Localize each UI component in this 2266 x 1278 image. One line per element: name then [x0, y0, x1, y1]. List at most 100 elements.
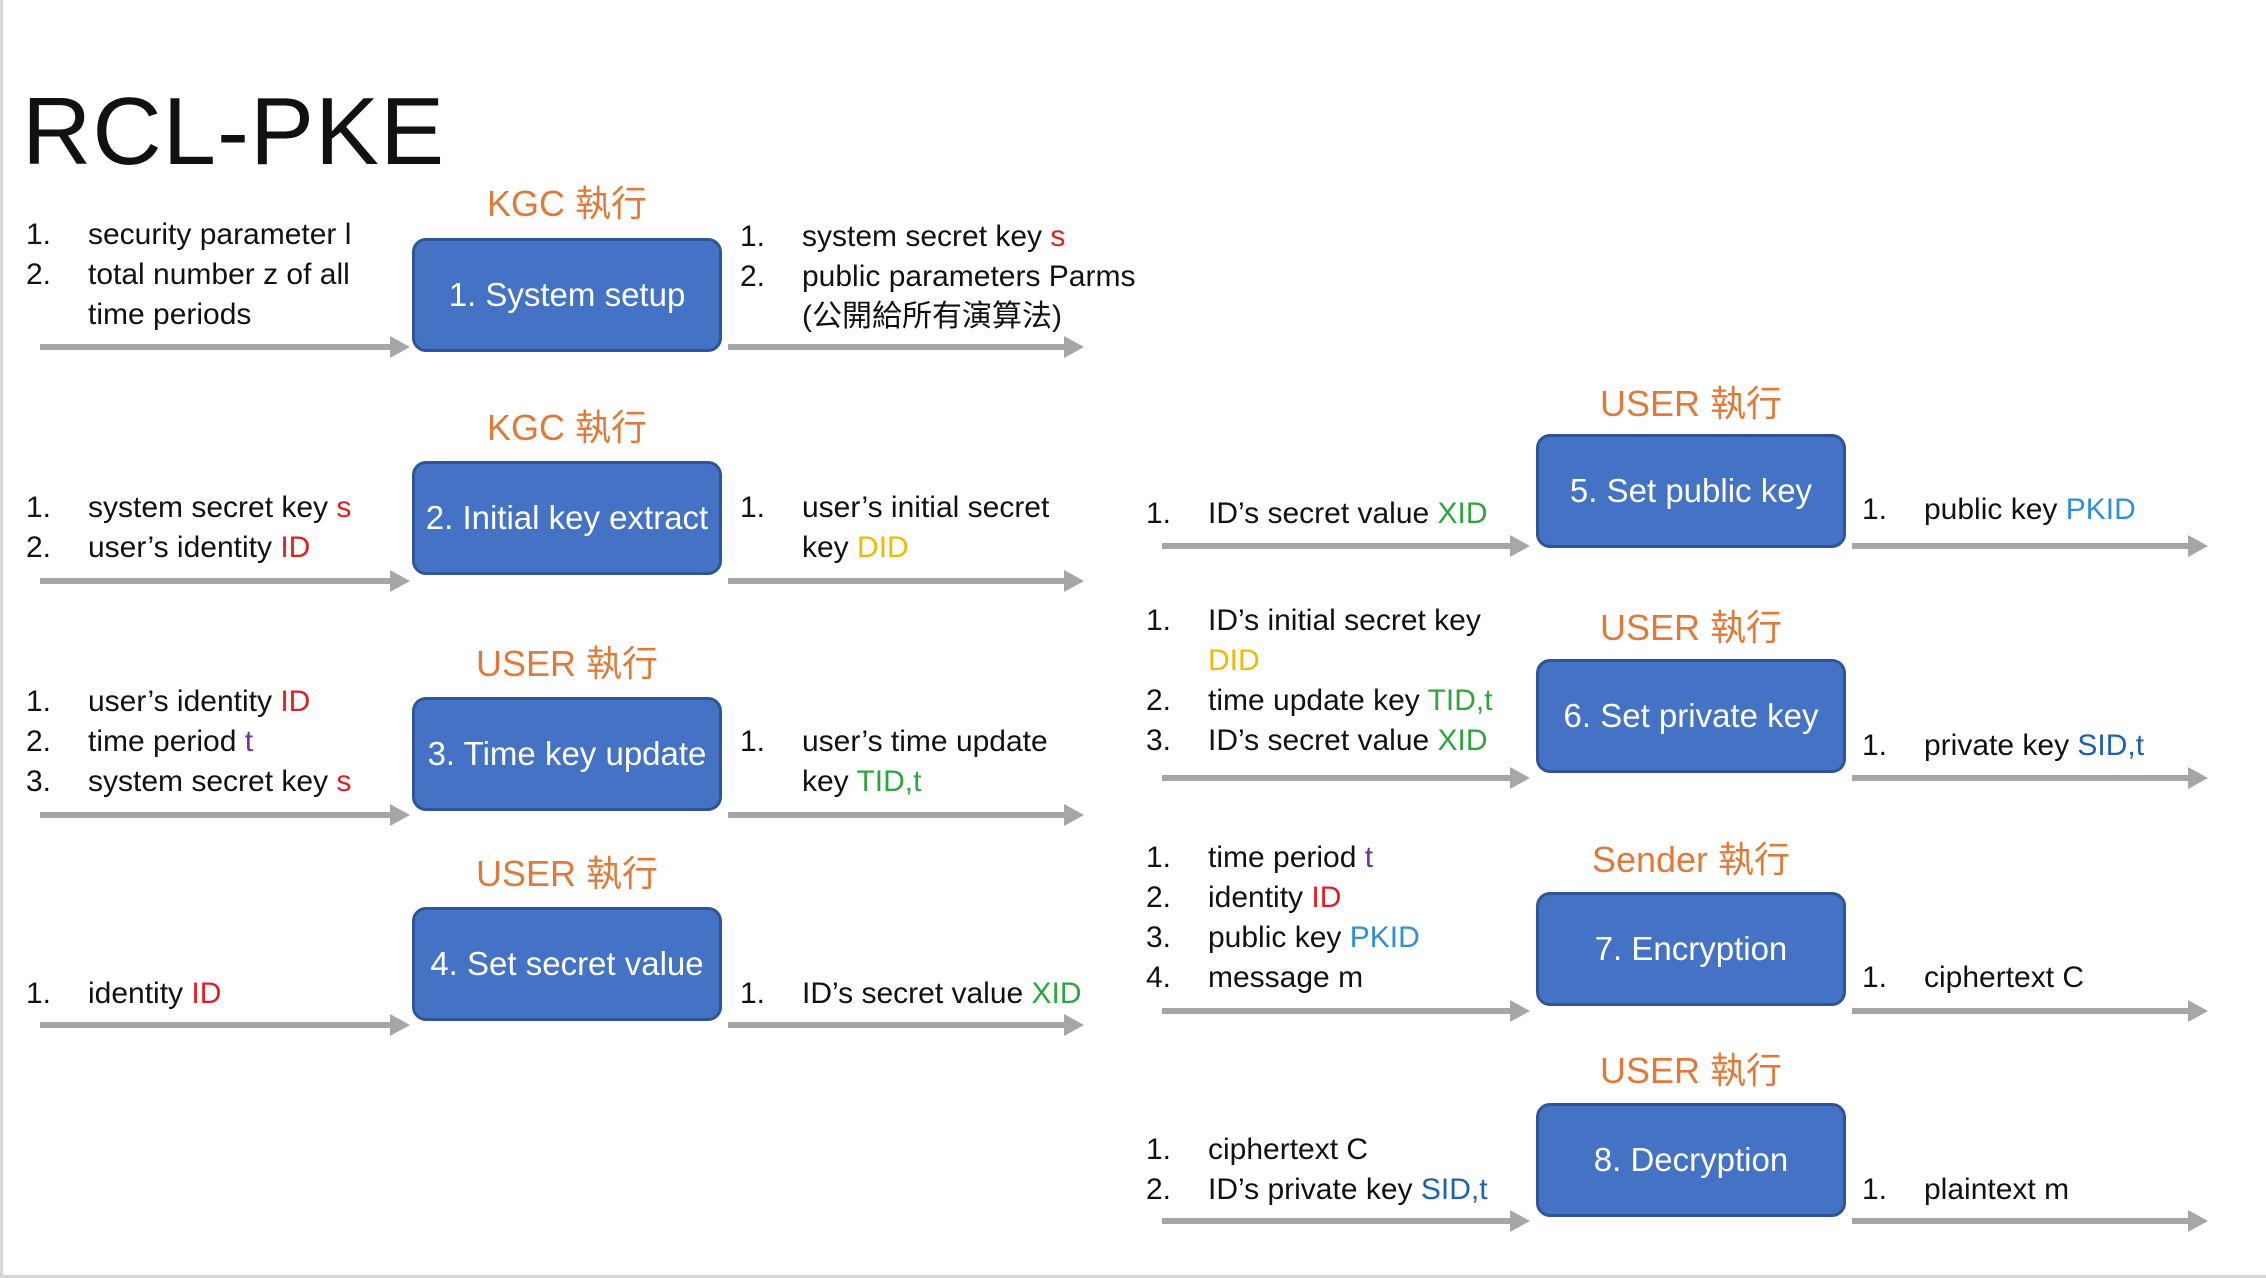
list-text: time periods — [88, 298, 252, 331]
output-list: 1. private key SID,t — [1862, 726, 2144, 766]
list-text: system secret key — [802, 220, 1051, 253]
list-item: 1. system secret key s — [740, 217, 1135, 257]
output-arrow — [1852, 1210, 2208, 1232]
highlight-variable: SID,t — [2077, 729, 2145, 762]
list-item: 1.ciphertext C — [1146, 1130, 1488, 1170]
list-item: 1. user’s identity ID — [26, 682, 351, 722]
list-number: 1. — [26, 685, 52, 718]
highlight-variable: ID — [280, 685, 311, 718]
list-number: 1. — [1146, 841, 1172, 874]
output-list: 1. plaintext m — [1862, 1170, 2069, 1210]
list-item: 2.total number z of all — [26, 255, 351, 295]
list-text: plaintext m — [1924, 1173, 2070, 1206]
list-text: ID’s secret value — [1208, 724, 1438, 757]
highlight-variable: DID — [1208, 644, 1260, 677]
highlight-variable: DID — [857, 531, 909, 564]
list-text: time period — [1208, 841, 1365, 874]
list-item: 2.user’s identity ID — [26, 528, 351, 568]
list-number: 1. — [740, 725, 766, 758]
input-arrow — [40, 336, 410, 358]
highlight-variable: ID — [1311, 881, 1342, 914]
step-box-1: 1. System setup — [412, 238, 722, 352]
list-text: private key — [1924, 729, 2078, 762]
list-number: 2. — [1146, 881, 1172, 914]
highlight-variable: SID,t — [1420, 1173, 1488, 1206]
actor-label: USER 執行 — [1599, 1050, 1783, 1091]
highlight-variable: s — [1050, 220, 1066, 253]
list-text: identity — [1208, 881, 1312, 914]
list-text: user’s identity — [88, 685, 281, 718]
list-text: key — [802, 531, 858, 564]
step-box-6: 6. Set private key — [1536, 659, 1846, 773]
list-text: ID’s secret value — [802, 977, 1032, 1010]
list-item: key TID,t — [740, 762, 1048, 802]
list-item: 1. private key SID,t — [1862, 726, 2144, 766]
list-item: 1. security parameter l — [26, 215, 351, 255]
list-text: time update key — [1208, 684, 1428, 717]
list-text: system secret key — [88, 491, 337, 524]
highlight-variable: XID — [1437, 497, 1488, 530]
output-arrow — [1852, 535, 2208, 557]
list-text: identity — [88, 977, 192, 1010]
highlight-variable: ID — [191, 977, 222, 1010]
input-arrow — [1162, 1210, 1530, 1232]
actor-label: USER 執行 — [1599, 607, 1783, 648]
list-number: 3. — [26, 765, 52, 798]
output-arrow — [728, 336, 1084, 358]
list-text: ID’s private key — [1208, 1173, 1421, 1206]
list-number: 1. — [1146, 604, 1172, 637]
highlight-variable: XID — [1031, 977, 1082, 1010]
list-item: 1.ID’s initial secret key — [1146, 601, 1493, 641]
list-number: 1. — [1862, 1173, 1888, 1206]
output-list: 1. system secret key s 2. public parameters… — [740, 217, 1135, 337]
list-text: security parameter l — [88, 218, 352, 251]
highlight-variable: ID — [280, 531, 311, 564]
input-arrow — [1162, 1000, 1530, 1022]
list-number: 1. — [1146, 1133, 1172, 1166]
list-text: user’s time update — [802, 725, 1048, 758]
highlight-variable: PKID — [2065, 493, 2136, 526]
output-arrow — [1852, 1000, 2208, 1022]
actor-label: USER 執行 — [475, 853, 659, 894]
list-item: DID — [1146, 641, 1493, 681]
list-number: 3. — [1146, 724, 1172, 757]
highlight-variable: s — [336, 491, 352, 524]
list-number: 1. — [740, 220, 766, 253]
input-list: 1.identity ID — [26, 974, 221, 1014]
output-arrow — [728, 570, 1084, 592]
actor-label: USER 執行 — [475, 643, 659, 684]
input-arrow — [40, 804, 410, 826]
list-item: time periods — [26, 295, 351, 335]
list-item: 3.ID’s secret value XID — [1146, 721, 1493, 761]
output-list: 1. user’s time update key TID,t — [740, 722, 1048, 802]
list-number: 1. — [1862, 729, 1888, 762]
list-item: 1. user’s time update — [740, 722, 1048, 762]
highlight-variable: s — [336, 765, 352, 798]
list-text: user’s initial secret — [802, 491, 1050, 524]
list-text: ciphertext C — [1924, 961, 2085, 994]
list-item: 2. public parameters Parms — [740, 257, 1135, 297]
list-text: user’s identity — [88, 531, 281, 564]
list-item: 2.ID’s private key SID,t — [1146, 1170, 1488, 1210]
output-arrow — [1852, 767, 2208, 789]
list-number: 1. — [1862, 493, 1888, 526]
page-title: RCL-PKE — [22, 78, 446, 185]
highlight-variable: TID,t — [856, 765, 922, 798]
list-number: 1. — [26, 218, 52, 251]
list-number: 2. — [1146, 684, 1172, 717]
list-text: time period — [88, 725, 245, 758]
list-text: message m — [1208, 961, 1364, 994]
step-box-2: 2. Initial key extract — [412, 461, 722, 575]
output-list: 1.public key PKID — [1862, 490, 2136, 530]
output-list: 1.ID’s secret value XID — [740, 974, 1082, 1014]
list-number: 2. — [740, 260, 766, 293]
list-item: 1. plaintext m — [1862, 1170, 2069, 1210]
list-text: public parameters Parms — [802, 260, 1136, 293]
list-item: 1.public key PKID — [1862, 490, 2136, 530]
highlight-variable: TID,t — [1427, 684, 1493, 717]
step-box-3: 3. Time key update — [412, 697, 722, 811]
